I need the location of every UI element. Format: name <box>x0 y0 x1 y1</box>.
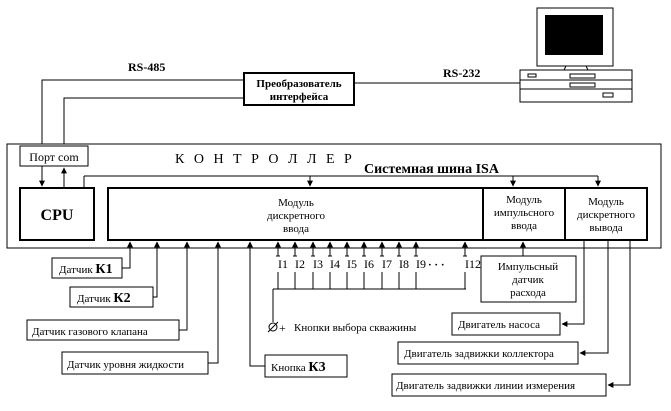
gas-valve-sensor-label: Датчик газового клапана <box>32 326 148 338</box>
pulse-line3: ввода <box>511 220 537 232</box>
input-terminal-i9: I9 <box>413 241 426 289</box>
sensor-k2-label: Датчик К2 <box>77 291 131 306</box>
pulse-sensor-line3: расхода <box>510 287 546 299</box>
rs485-line-outer <box>41 79 244 146</box>
input-terminal-i12: I12 <box>462 241 481 289</box>
pulse-sensor-line1: Импульсный <box>498 261 558 273</box>
plus-sign: + <box>279 321 286 335</box>
line-valve-motor-box <box>391 373 607 397</box>
input-label-i3: I3 <box>313 257 323 271</box>
pulse-sensor-box <box>480 255 577 303</box>
pump-motor-box <box>451 312 561 336</box>
interface-converter-box <box>243 72 355 106</box>
collector-valve-motor-label: Двигатель задвижки коллектора <box>404 348 554 360</box>
input-terminal-i3: I3 <box>310 241 323 289</box>
dio-in-line2: дискретного <box>267 210 326 222</box>
well-buttons-label: Кнопки выбора скважины <box>294 322 417 334</box>
port-com-label: Порт com <box>29 150 79 164</box>
discrete-input-module <box>107 187 484 241</box>
system-bus-label: Системная шина ISA <box>364 162 500 177</box>
well-selection-inputs: I1 I2 I3 I4 I5 I6 I7 I8 I9 I12 <box>275 241 481 289</box>
dio-out-line1: Модуль <box>588 196 624 208</box>
discrete-output-module <box>564 187 648 241</box>
pulse-line1: Модуль <box>506 194 542 206</box>
isa-bus <box>83 175 601 188</box>
input-terminal-i1: I1 <box>275 241 288 289</box>
rs232-label: RS-232 <box>443 66 480 80</box>
pump-motor-label: Двигатель насоса <box>458 319 540 331</box>
input-terminal-i8: I8 <box>396 241 409 289</box>
collector-valve-motor-box <box>397 341 579 365</box>
input-label-i2: I2 <box>295 257 305 271</box>
pulse-line2: импульсного <box>494 207 555 219</box>
input-terminal-i6: I6 <box>361 241 374 289</box>
rs485-label: RS-485 <box>128 60 165 74</box>
pulse-input-module <box>482 187 566 241</box>
converter-label-line1: Преобразователь <box>256 78 341 90</box>
cpu-box <box>19 187 95 241</box>
sensor-k1-label: Датчик К1 <box>59 262 113 277</box>
dio-out-line2: дискретного <box>577 209 636 221</box>
input-label-i8: I8 <box>399 257 409 271</box>
line-valve-motor-label: Двигатель задвижки линии измерения <box>396 380 575 392</box>
input-terminal-i5: I5 <box>344 241 357 289</box>
input-label-i6: I6 <box>364 257 374 271</box>
computer-icon <box>519 7 633 103</box>
input-label-i12: I12 <box>465 257 481 271</box>
converter-label-line2: интерфейса <box>270 91 329 103</box>
button-k3-label: Кнопка К3 <box>271 360 326 375</box>
dio-out-line3: вывода <box>589 222 622 234</box>
input-terminal-i4: I4 <box>327 241 340 289</box>
input-terminal-i2: I2 <box>292 241 305 289</box>
input-label-i4: I4 <box>330 257 340 271</box>
input-label-i7: I7 <box>382 257 392 271</box>
well-buttons-common: + <box>267 288 466 335</box>
cpu-label: CPU <box>41 207 74 224</box>
input-label-i9: I9 <box>416 257 426 271</box>
pulse-sensor-line2: датчик <box>512 274 544 286</box>
input-terminal-i7: I7 <box>379 241 392 289</box>
dio-in-line3: ввода <box>283 223 309 235</box>
input-label-i1: I1 <box>278 257 288 271</box>
inputs-ellipsis: · · · <box>428 259 445 271</box>
dio-in-line1: Модуль <box>278 197 314 209</box>
liquid-level-sensor-label: Датчик уровня жидкости <box>67 359 184 371</box>
input-label-i5: I5 <box>347 257 357 271</box>
rs485-line-inner <box>63 97 244 146</box>
port-com-box <box>19 145 89 167</box>
controller-title: К О Н Т Р О Л Л Е Р <box>175 152 355 167</box>
